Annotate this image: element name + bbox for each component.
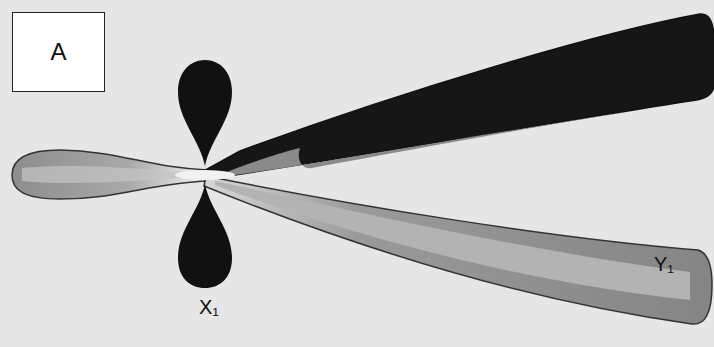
panel-letter: A	[50, 38, 66, 66]
long-arm-lower-band	[215, 181, 690, 300]
satellite-top	[178, 60, 232, 166]
long-arm-upper-band	[215, 110, 640, 178]
chromatid-label: Y₁	[654, 253, 674, 276]
chromatid-label: X₁	[199, 296, 219, 319]
long-arm-upper	[202, 14, 714, 178]
short-arm-band	[22, 166, 200, 183]
centromere	[175, 170, 235, 180]
satellite-bottom	[178, 184, 232, 288]
panel-label-box: A	[12, 12, 105, 92]
long-arm-lower	[204, 176, 712, 324]
